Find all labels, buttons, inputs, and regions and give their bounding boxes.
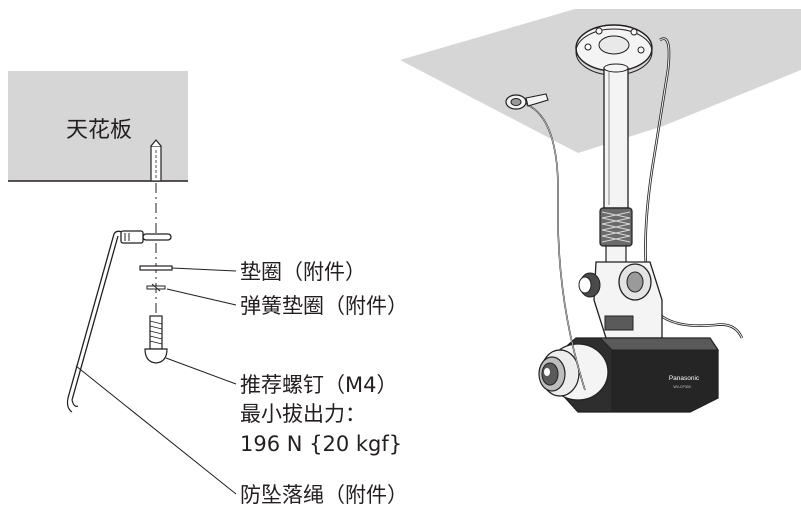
camera-brand: Panasonic [669, 375, 700, 382]
right-safety-wire [505, 93, 586, 391]
mount-base [575, 24, 653, 76]
camera-model: WV-CP300 [673, 385, 690, 389]
knurled-coupling [599, 207, 633, 247]
leader-lines [75, 267, 237, 495]
ceiling-plane [400, 9, 801, 153]
screw [144, 315, 168, 364]
wire-terminal [120, 230, 172, 244]
mount-pole [603, 63, 629, 209]
pullout-force-label: 最小拔出力： [240, 402, 366, 426]
pullout-force-value: 196 N {20 kgf} [240, 432, 403, 456]
washer-label: 垫圈（附件） [240, 260, 366, 284]
safety-wire-label: 防坠落绳（附件） [240, 483, 408, 507]
swivel-head [578, 261, 663, 339]
anchor-bolt [150, 139, 162, 182]
ceiling-label: 天花板 [66, 118, 133, 143]
spring-washer [146, 283, 166, 292]
washer [139, 265, 173, 271]
camera-lens [538, 343, 609, 401]
spring-washer-label: 弹簧垫圈（附件） [240, 294, 408, 318]
screw-label: 推荐螺钉（M4） [240, 373, 398, 397]
safety-wire [66, 230, 123, 413]
